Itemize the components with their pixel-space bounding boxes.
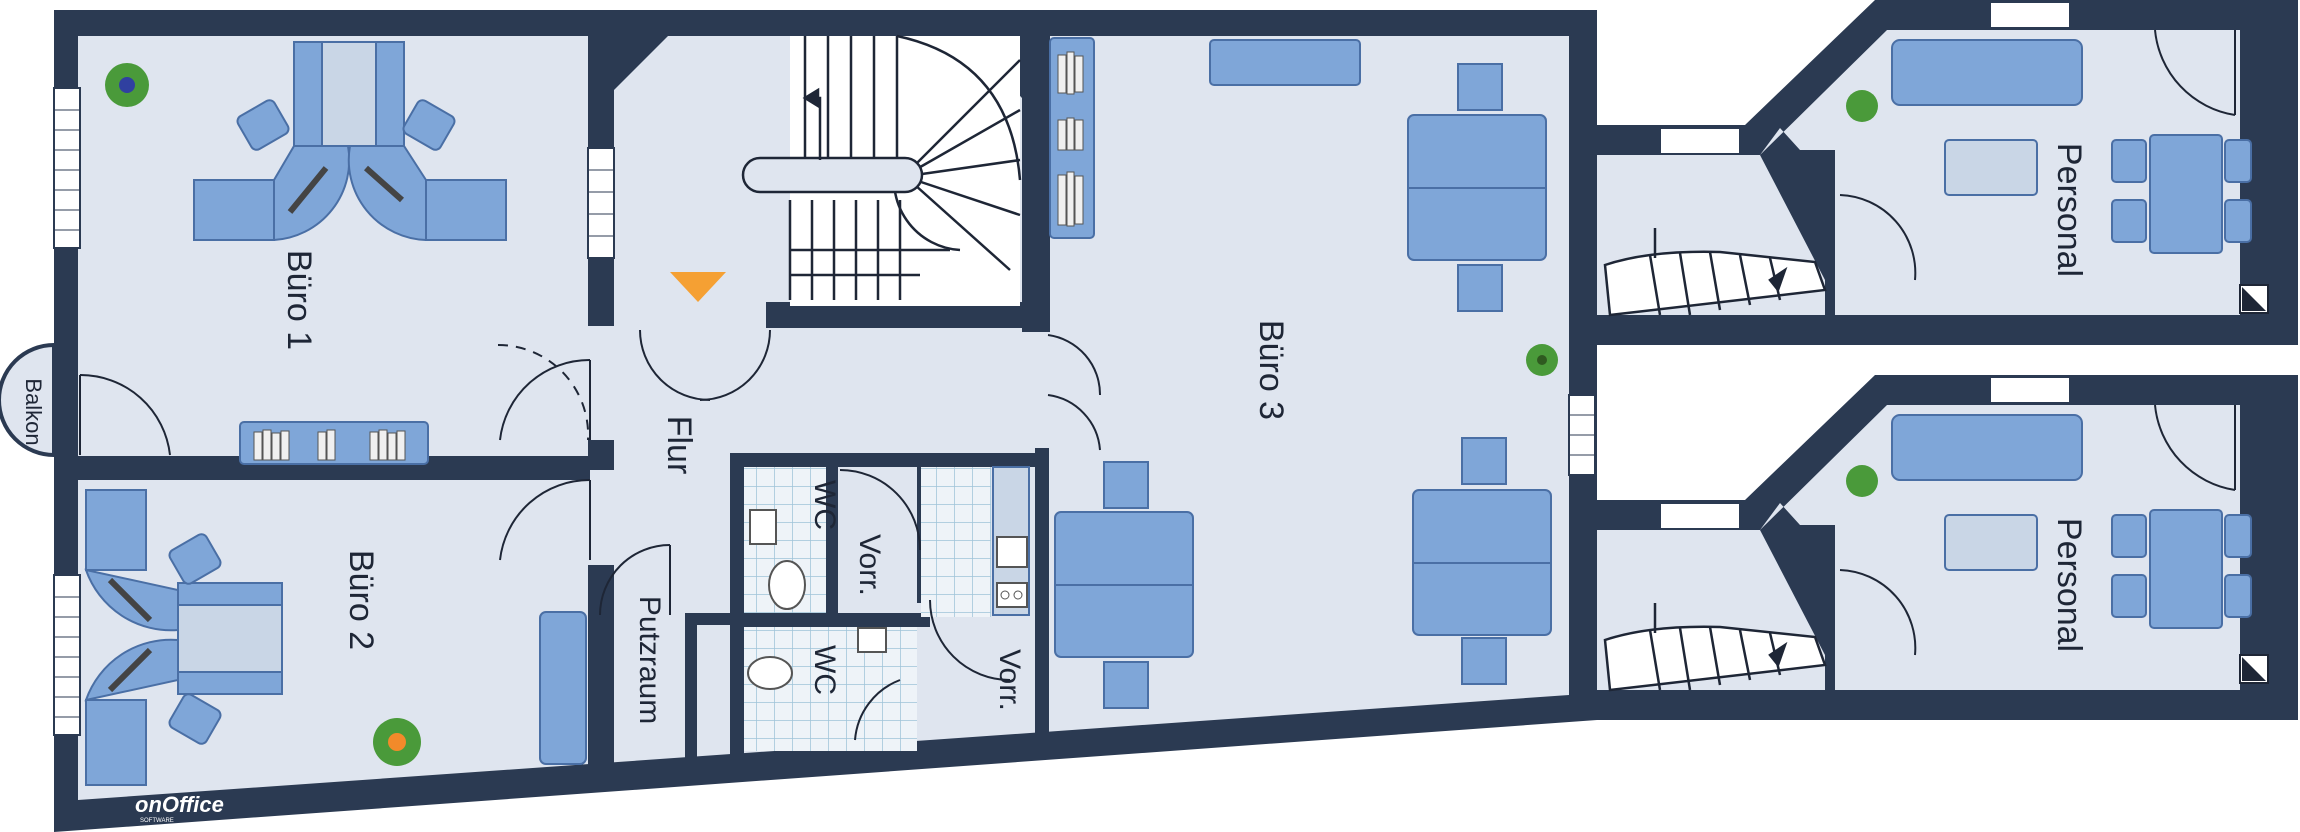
annex-lower-stairs [1603, 603, 1827, 692]
entrance-marker [670, 272, 726, 302]
label-flur: Flur [660, 416, 698, 475]
plant-icon [105, 63, 1558, 766]
plant-icon [1846, 465, 1878, 497]
plant-icon [1846, 90, 1878, 122]
kitchen-tiles [921, 467, 991, 617]
annex-lower-furniture [1891, 414, 2252, 629]
staircase [741, 34, 1022, 306]
label-personal-upper: Personal [2050, 143, 2088, 277]
annex-upper-stairs [1603, 228, 1827, 317]
label-wc-lower: WC [808, 645, 841, 695]
door-swings [79, 329, 1102, 741]
bookshelf-buero1 [239, 421, 429, 465]
label-buero2: Büro 2 [342, 550, 380, 650]
meeting-tables-buero3 [1054, 63, 1552, 709]
label-buero3: Büro 3 [1252, 320, 1290, 420]
logo-sub: SOFTWARE [140, 818, 174, 824]
label-personal-lower: Personal [2050, 518, 2088, 652]
annex-upper: Personal [1597, 0, 2300, 345]
annex-lower-window-top [1989, 376, 2071, 404]
onoffice-logo: onOffice SOFTWARE [135, 792, 224, 824]
annex-upper-door-swings [1839, 29, 2236, 281]
cabinet-flur [539, 611, 587, 765]
annex-upper-window-mid [1659, 127, 1741, 155]
label-vorr-upper: Vorr. [853, 534, 886, 596]
label-wc-upper: WC [808, 480, 841, 530]
windows-main [53, 87, 1596, 736]
label-buero1: Büro 1 [280, 250, 318, 350]
bookshelf-buero3 [1049, 37, 1095, 239]
wc-fixtures [747, 509, 887, 690]
annex-lower: Personal [1597, 345, 2300, 720]
sideboard-buero3 [1209, 39, 1361, 86]
label-putzraum: Putzraum [633, 596, 666, 724]
label-vorr-lower: Vorr. [993, 649, 1026, 711]
annex-upper-window-top [1989, 1, 2071, 29]
logo-brand: onOffice [135, 792, 224, 817]
annex-lower-window-mid [1659, 502, 1741, 530]
annex-lower-door-swings [1839, 404, 2236, 656]
desk-group-buero1 [193, 41, 507, 242]
label-balkon: Balkon [21, 378, 46, 445]
annex-upper-fireplace-fill [2242, 287, 2266, 311]
annex-lower-fireplace-fill [2242, 657, 2266, 681]
desk-group-buero2 [84, 489, 283, 786]
page-margin-right [2298, 0, 2300, 832]
kitchen-counter [992, 466, 1030, 616]
balcony [0, 342, 56, 458]
annex-upper-furniture [1891, 39, 2252, 254]
main-building: Büro 1 Büro 2 Büro 3 Flur Putzraum WC Vo… [0, 10, 1597, 832]
